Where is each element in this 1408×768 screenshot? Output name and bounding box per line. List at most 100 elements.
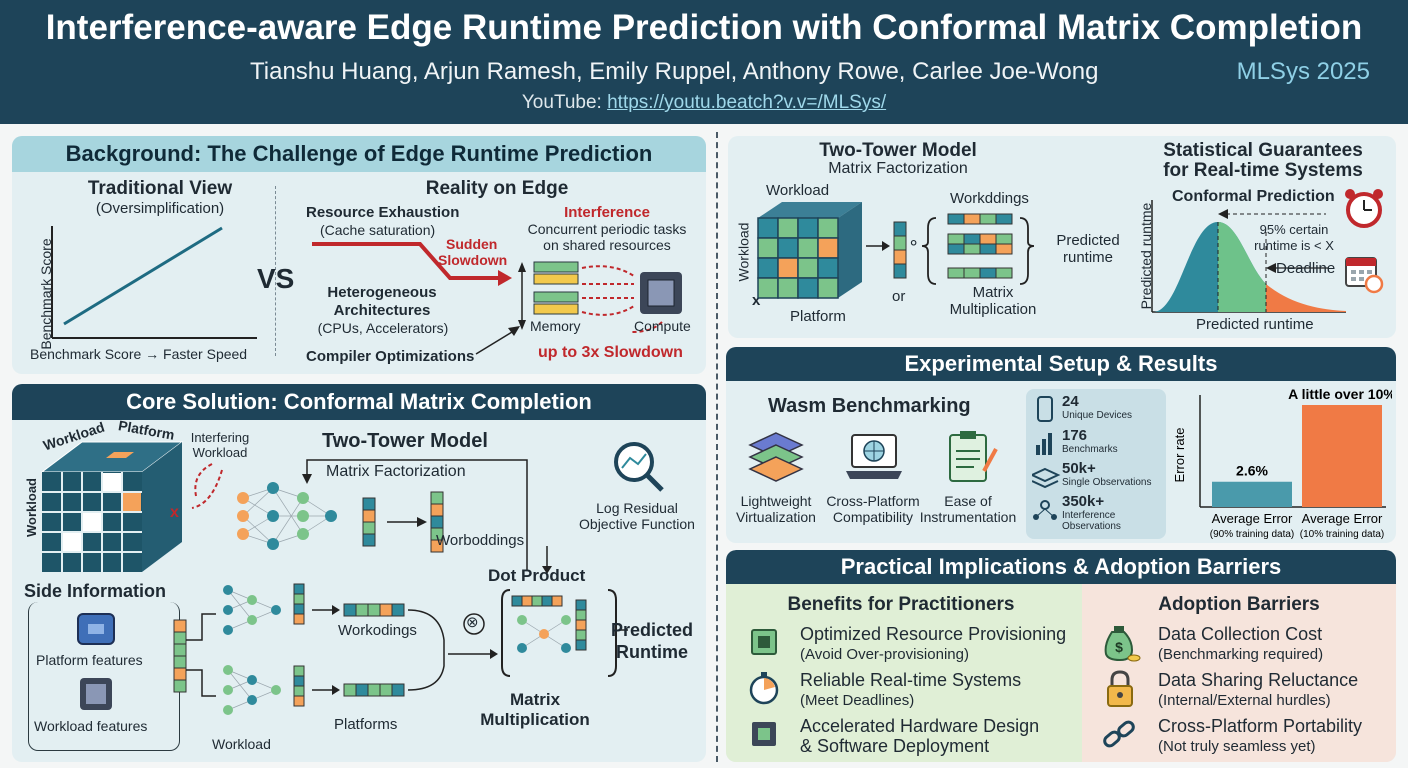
tt-pred-2: runtime	[1062, 249, 1114, 266]
interference-title: Interference	[564, 204, 650, 221]
memory-stack-icon	[533, 261, 579, 315]
stat-1-label: Benchmarks	[1062, 444, 1118, 455]
barrier-0-t1: Data Collection Cost	[1158, 624, 1323, 644]
header: Interference-aware Edge Runtime Predicti…	[0, 0, 1408, 124]
resource-title: Resource Exhaustion	[306, 204, 460, 221]
cpu-icon	[640, 272, 682, 314]
stat-0-value: 24	[1062, 393, 1079, 410]
resource-sub: (Cache saturation)	[320, 222, 436, 238]
experiments-panel: Experimental Setup & Results Wasm Benchm…	[726, 347, 1396, 543]
cube-icon	[40, 441, 184, 572]
tt-cube	[757, 202, 862, 299]
slowdown-line	[312, 242, 498, 280]
feature-1a: Lightweight	[740, 493, 812, 509]
magnifier-icon	[614, 442, 664, 492]
side-info: Side Information	[24, 581, 167, 601]
workload-features: Workload features	[34, 718, 148, 734]
worboddings-label: Worboddings	[436, 532, 525, 549]
nn-top-nodes	[237, 482, 337, 550]
stats-xlabel: Predicted runtime	[1196, 316, 1314, 333]
hetero-3: (CPUs, Accelerators)	[317, 320, 449, 336]
sudden-2: Slowdown	[438, 252, 508, 268]
layers-icon	[748, 432, 804, 482]
top-embed-vector	[362, 497, 376, 547]
trad-caption: Benchmark Score → Faster Speed	[30, 346, 248, 362]
background-panel: Background: The Challenge of Edge Runtim…	[12, 136, 706, 374]
dot-row	[511, 595, 563, 607]
workodings-vector	[343, 603, 405, 617]
stat-3-value: 350k+	[1062, 493, 1105, 510]
barrier-2-t2: (Not truly seamless yet)	[1158, 738, 1316, 755]
dot-product: Dot Product	[488, 566, 586, 585]
experiments-title: Experimental Setup & Results	[726, 347, 1396, 381]
interfering-x: x	[170, 504, 179, 521]
trad-ylabel: Benchmark Score	[38, 238, 54, 350]
feature-3a: Ease of	[944, 493, 992, 509]
trad-line	[63, 226, 223, 326]
core-panel: Core Solution: Conformal Matrix Completi…	[12, 384, 706, 762]
phone-icon	[1037, 396, 1053, 422]
platform-feature-icon	[77, 613, 115, 645]
bg-divider	[275, 186, 276, 356]
tt-vector	[893, 221, 907, 279]
trad-plot	[51, 226, 257, 339]
nn-top-edges	[242, 487, 332, 545]
tt-x: x	[752, 292, 761, 309]
conformal-mid-area	[1218, 222, 1266, 312]
error-bar-label-0: 2.6%	[1236, 463, 1268, 479]
benefit-2-t2: & Software Deployment	[800, 736, 990, 756]
tt-mm-1: Matrix	[972, 284, 1014, 301]
platform-features: Platform features	[36, 652, 143, 668]
stats-title-1: Statistical Guarantees	[1163, 140, 1363, 161]
conformal-label: Conformal Prediction	[1172, 188, 1335, 205]
interfering-2: Workload	[192, 445, 248, 460]
conformal-tail-area	[1266, 284, 1346, 312]
stack-icon	[1032, 467, 1061, 489]
svg-text:$: $	[1115, 639, 1123, 655]
core-matrix-fact: Matrix Factorization	[326, 463, 466, 480]
worboddings-vector	[430, 491, 444, 553]
slowdown-arrow	[312, 242, 512, 286]
side-info-vector	[173, 619, 187, 693]
benefit-0-t1: Optimized Resource Provisioning	[800, 624, 1067, 644]
implications-title: Practical Implications & Adoption Barrie…	[726, 550, 1396, 584]
error-bar-0	[1212, 481, 1292, 507]
money-bag-icon: $	[1104, 626, 1141, 662]
network-icon	[1033, 500, 1057, 520]
clipboard-icon	[949, 431, 998, 482]
trad-sub: (Oversimplification)	[95, 200, 225, 217]
tt-workddings: Workddings	[950, 190, 1029, 207]
low-vector	[293, 665, 305, 707]
interference-diagram	[518, 261, 682, 333]
stats-ylabel: Predicted runtme	[1138, 202, 1154, 310]
barriers-bg	[1082, 584, 1396, 762]
vs-label: VS	[257, 263, 295, 294]
stat-1-value: 176	[1062, 427, 1088, 444]
barrier-2-t1: Cross-Platform Portability	[1158, 716, 1363, 736]
tt-title: Two-Tower Model	[819, 140, 977, 161]
video-link[interactable]: https://youtu.beatch?v.v=/MLSys/	[607, 92, 887, 113]
page-title: Interference-aware Edge Runtime Predicti…	[45, 8, 1363, 47]
slowdown-label: up to 3x Slowdown	[538, 344, 683, 361]
stat-2-value: 50k+	[1062, 460, 1096, 477]
workodings-label: Workodings	[338, 622, 417, 639]
log-1: Log Residual	[596, 500, 678, 516]
stopwatch-icon	[749, 672, 779, 705]
mm-2: Multiplication	[480, 710, 590, 729]
tt-decomp	[866, 213, 1035, 285]
core-tower-top	[237, 459, 552, 574]
core-two-tower: Two-Tower Model	[322, 430, 488, 452]
workload-feature-icon	[80, 678, 112, 710]
pred-1: Predicted	[610, 620, 694, 640]
trad-title: Traditional View	[87, 178, 233, 199]
error-chart: Error rate 2.6%Average Error(90% trainin…	[1172, 386, 1392, 540]
stats-box	[1026, 389, 1166, 539]
conformal-plot	[1151, 200, 1346, 313]
benefit-1-t2: (Meet Deadlines)	[800, 692, 915, 709]
dot-col	[575, 599, 587, 651]
implications-panel: Practical Implications & Adoption Barrie…	[726, 550, 1396, 762]
compute-label: Compute	[634, 318, 691, 334]
alarm-clock-icon	[1345, 189, 1383, 228]
interference-1: Concurrent periodic tasks	[527, 221, 687, 237]
mid-vector	[293, 583, 305, 625]
